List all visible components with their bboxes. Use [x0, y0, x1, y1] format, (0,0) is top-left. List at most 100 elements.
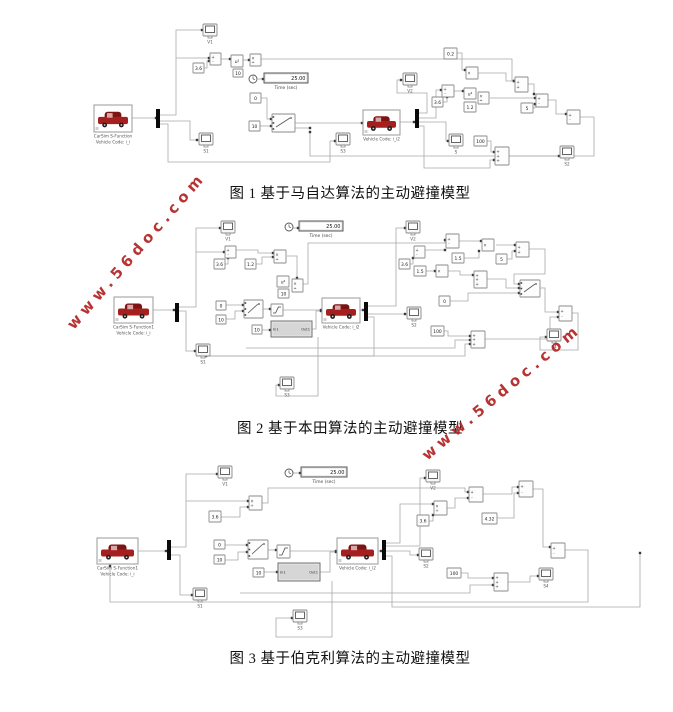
svg-text:+: +	[496, 158, 499, 163]
wire-arrowhead	[207, 56, 211, 60]
svg-text:-: -	[444, 91, 446, 96]
svg-text:+: +	[443, 87, 446, 92]
wire-arrowhead	[471, 273, 475, 277]
figure-1-caption: 图 1 基于马自达算法的主动避撞模型	[229, 186, 471, 202]
svg-text:3.6: 3.6	[216, 262, 223, 268]
wire-arrowhead	[411, 256, 415, 260]
svg-text:×: ×	[437, 269, 440, 274]
wire-arrowhead	[295, 276, 299, 280]
scope-block: V1	[217, 465, 233, 487]
wire	[485, 316, 558, 340]
saturation-curve-icon	[273, 306, 281, 314]
wire	[396, 79, 428, 114]
wire-arrowhead	[532, 92, 536, 96]
wire-arrowhead	[247, 58, 251, 62]
car-port-icon	[95, 127, 99, 130]
svg-text:+: +	[475, 281, 478, 286]
wire	[236, 249, 273, 254]
wire	[461, 572, 493, 579]
wire	[179, 227, 220, 308]
const-block: 1.5	[413, 265, 427, 277]
const-block: 10	[252, 567, 265, 578]
prod-block: ×÷	[248, 495, 263, 511]
wire-arrowhead	[207, 59, 211, 63]
svg-text:S3: S3	[340, 149, 346, 154]
wire	[513, 248, 546, 285]
wire-arrowhead	[277, 383, 281, 387]
mux-block	[167, 540, 171, 560]
prod-block: ×÷	[291, 278, 304, 293]
scope-block: S3	[335, 132, 351, 154]
car-block: Vehicle Code: i_i2	[336, 537, 379, 571]
wire-arrowhead	[533, 96, 537, 100]
scope-block: S3	[292, 609, 308, 631]
wire-arrowhead	[193, 349, 197, 353]
wire	[160, 29, 202, 116]
wire-arrowhead	[446, 139, 450, 143]
svg-text:-: -	[227, 252, 229, 257]
svg-text:+: +	[415, 248, 418, 253]
svg-text:5: 5	[526, 106, 529, 112]
svg-text:1.5: 1.5	[455, 256, 462, 262]
scope-block: S4	[538, 567, 554, 589]
svg-text:+: +	[495, 575, 498, 580]
wire	[309, 116, 595, 157]
svg-text:V1: V1	[222, 482, 228, 487]
svg-text:×: ×	[483, 243, 486, 248]
wire-arrowhead	[308, 126, 312, 130]
mux-bar	[156, 109, 160, 128]
prod-block: ×	[481, 238, 495, 252]
mux-bar	[364, 302, 368, 321]
svg-text:+: +	[496, 149, 499, 154]
wire-arrowhead	[466, 496, 470, 500]
wire-arrowhead	[491, 583, 495, 587]
svg-text:0: 0	[254, 96, 257, 102]
svg-text:S1: S1	[200, 360, 206, 365]
svg-text:S4: S4	[543, 584, 549, 589]
wire-arrowhead	[261, 77, 265, 81]
const-block: 1.2	[244, 258, 257, 270]
svg-text:In1: In1	[280, 571, 286, 575]
svg-text:S2: S2	[423, 564, 429, 569]
svg-text:-: -	[471, 495, 473, 500]
wire	[444, 330, 470, 337]
wire	[386, 477, 425, 547]
wire	[179, 310, 195, 352]
sum-block: +-	[518, 480, 534, 498]
svg-text:3.6: 3.6	[212, 514, 219, 520]
svg-text:÷: ÷	[479, 98, 482, 103]
svg-text:1.2: 1.2	[247, 262, 254, 268]
svg-text:×: ×	[250, 498, 253, 503]
scope-block: V2	[405, 220, 421, 242]
wire-arrowhead	[108, 564, 112, 568]
svg-text:-: -	[416, 252, 418, 257]
wire-arrowhead	[556, 310, 560, 314]
scope-block: S	[448, 133, 464, 155]
wire	[320, 551, 336, 573]
svg-text:+: +	[211, 55, 214, 60]
wire-arrowhead	[290, 616, 294, 620]
svg-text:+: +	[475, 273, 478, 278]
svg-text:+: +	[537, 96, 540, 101]
wire-arrowhead	[466, 490, 470, 494]
car-body	[367, 121, 396, 128]
svg-text:Time (sec): Time (sec)	[312, 479, 336, 485]
wire-arrowhead	[433, 269, 437, 273]
wire-arrowhead	[512, 79, 516, 83]
wire-arrowhead	[513, 243, 517, 247]
wire-arrowhead	[431, 502, 435, 506]
wire	[386, 503, 433, 544]
svg-text:-: -	[212, 59, 214, 64]
const-block: 10	[215, 314, 227, 325]
svg-text:3.6: 3.6	[434, 100, 441, 106]
svg-text:S4: S4	[551, 345, 557, 350]
wire-arrowhead	[333, 139, 337, 143]
const-block: u²	[463, 87, 477, 100]
svg-text:÷: ÷	[275, 256, 278, 261]
svg-text:1.2: 1.2	[467, 105, 474, 111]
wire-arrowhead	[308, 130, 312, 134]
